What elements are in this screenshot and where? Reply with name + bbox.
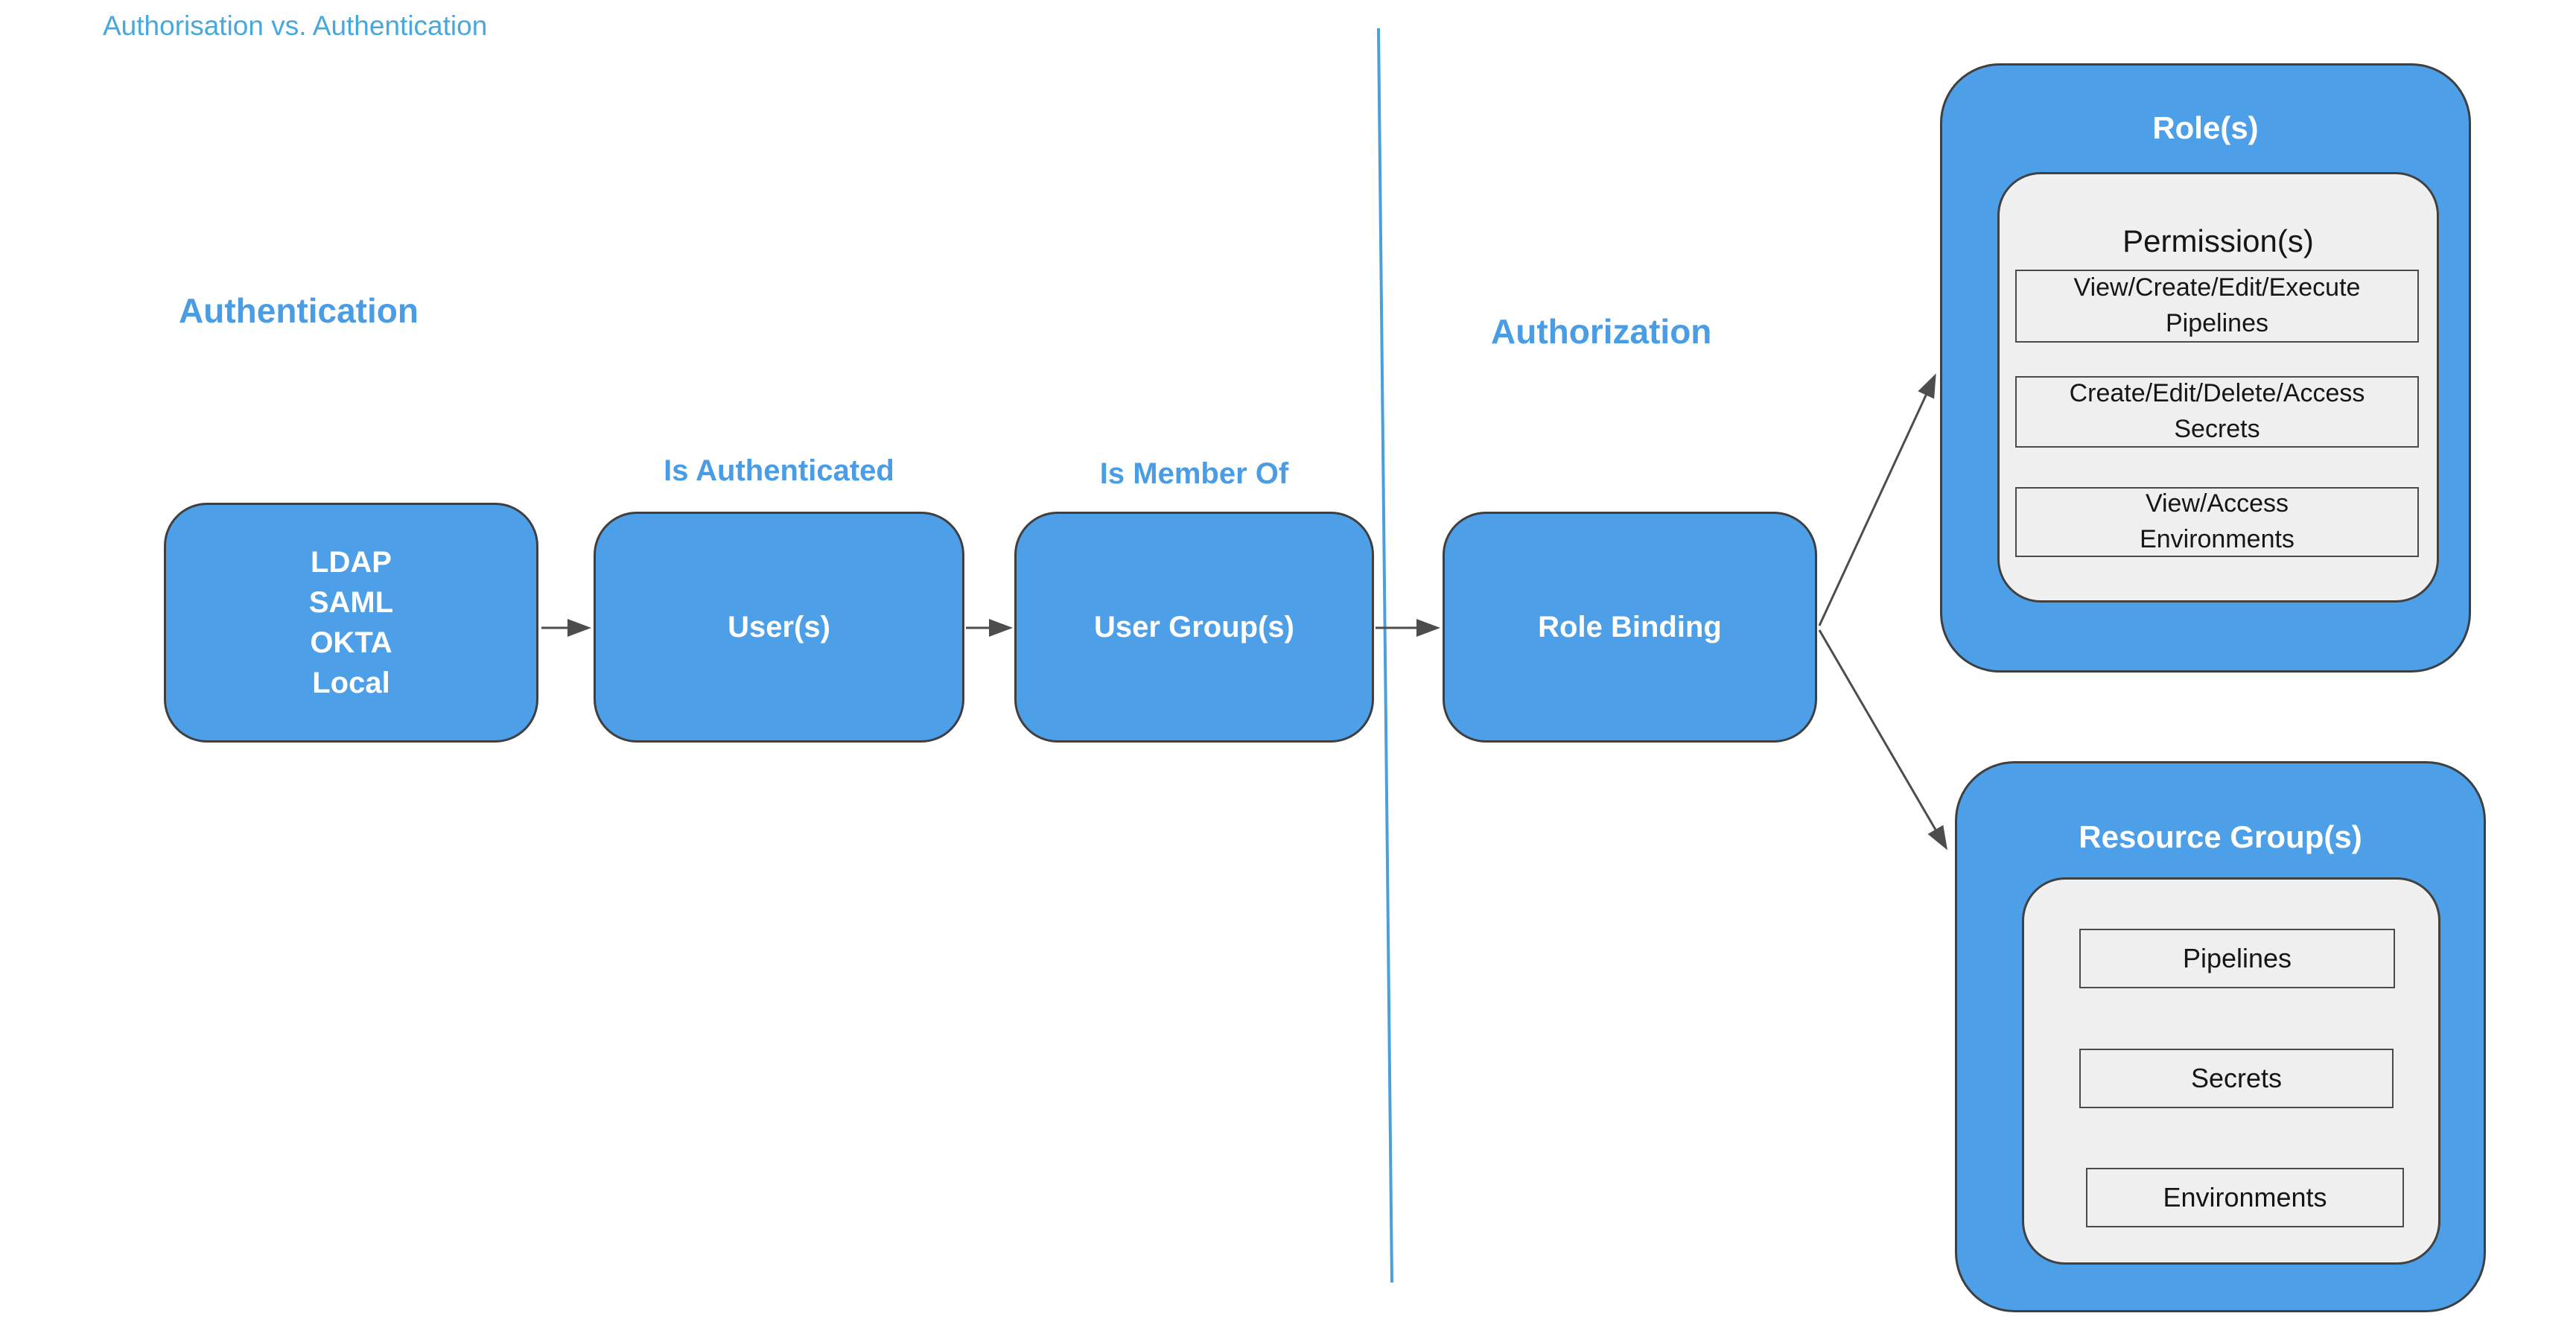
section-divider-line (1377, 28, 1393, 1283)
edge-label-is-authenticated: Is Authenticated (664, 454, 894, 487)
identity-provider-saml: SAML (308, 586, 394, 619)
node-user-groups: User Group(s) (1014, 512, 1374, 743)
permission-item-pipelines: View/Create/Edit/Execute Pipelines (2015, 270, 2419, 343)
resource-item-secrets: Secrets (2079, 1049, 2394, 1108)
identity-provider-list: LDAP SAML OKTA Local (309, 542, 393, 703)
authorization-section-heading: Authorization (1491, 312, 1712, 351)
page-title: Authorisation vs. Authentication (103, 10, 488, 41)
node-user-groups-label: User Group(s) (1094, 610, 1294, 643)
resource-groups-title: Resource Group(s) (2079, 819, 2362, 854)
node-role-binding: Role Binding (1443, 512, 1817, 743)
resource-item-pipelines: Pipelines (2079, 929, 2395, 988)
node-identity-providers: LDAP SAML OKTA Local (164, 503, 538, 743)
permission-item-environments: View/Access Environments (2015, 487, 2419, 557)
identity-provider-local: Local (312, 667, 390, 699)
node-users: User(s) (594, 512, 964, 743)
node-users-label: User(s) (728, 610, 830, 643)
identity-provider-okta: OKTA (310, 626, 392, 659)
resource-item-environments: Environments (2086, 1168, 2404, 1227)
edge-label-is-member-of: Is Member Of (1099, 457, 1289, 490)
arrow-binding-to-roles (1818, 373, 1936, 626)
roles-title: Role(s) (2152, 110, 2259, 145)
arrow-binding-to-resource-groups (1818, 629, 1948, 851)
identity-provider-ldap: LDAP (311, 546, 392, 579)
permission-item-secrets: Create/Edit/Delete/Access Secrets (2015, 376, 2419, 448)
permissions-panel-title: Permission(s) (2122, 223, 2314, 258)
node-role-binding-label: Role Binding (1538, 610, 1722, 643)
authentication-section-heading: Authentication (179, 291, 419, 330)
